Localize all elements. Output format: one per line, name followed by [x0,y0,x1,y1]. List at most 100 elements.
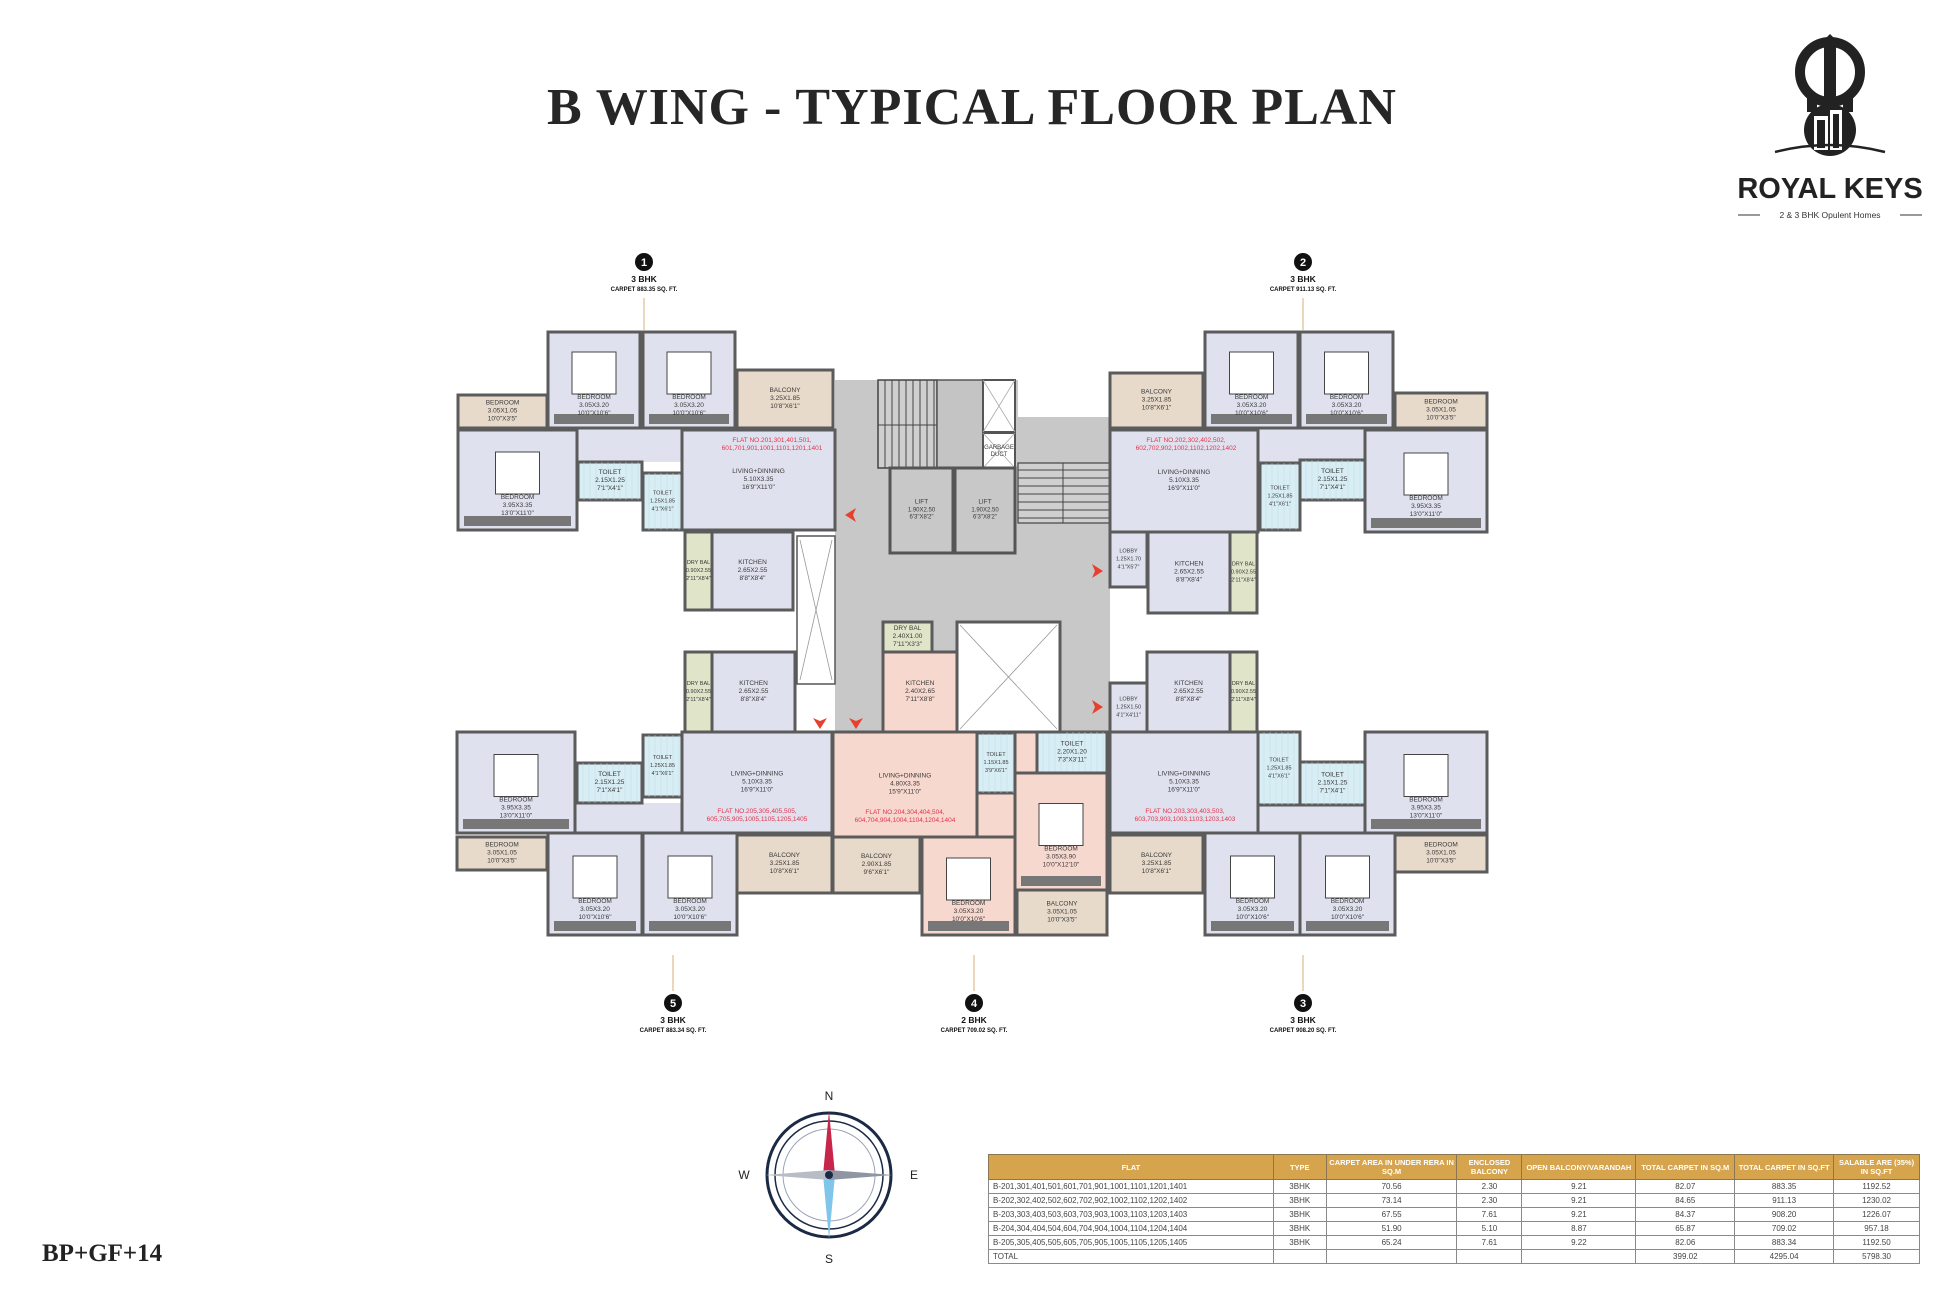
room-dry-bal [1228,530,1259,615]
staircase [1017,462,1111,524]
south-needle [823,1175,835,1239]
room-living-dinning [680,730,834,835]
room-dims-ft: 10'0"X10'6" [672,410,706,417]
room-dims-m: 3.05X3.20 [579,402,609,409]
open-void [955,620,1062,734]
room-bedroom [1393,833,1489,874]
table-cell: 908.20 [1734,1207,1835,1222]
table-cell: 1192.50 [1833,1235,1920,1250]
room-dims-ft: 13'0"X11'0" [500,813,533,820]
room-name: DRY BAL [1232,681,1255,687]
room-dims-ft: 7'1"X4'1" [597,787,624,794]
marker-number: 5 [670,998,676,1010]
room-name: KITCHEN [906,680,935,687]
room-name: BEDROOM [673,898,707,905]
room-dims-m: 1.25X1.70 [1116,557,1141,563]
room-bedroom [641,831,739,937]
room-dims-ft: 4'1"X6'1" [652,507,674,513]
royal-keys-logo: ROYAL KEYS 2 & 3 BHK Opulent Homes [1737,34,1923,220]
room-name: KITCHEN [1174,680,1203,687]
room-living-dinning [680,428,837,532]
room-toilet [1256,730,1302,807]
room-dims-m: 3.25X1.85 [1142,860,1172,867]
page-title: B WING - TYPICAL FLOOR PLAN [547,79,1397,136]
room-bedroom [455,835,549,872]
table-cell: B-203,303,403,503,603,703,903,1003,1103,… [988,1207,1274,1222]
room-dims-m: 2.65X2.55 [1174,569,1204,576]
room-dims-ft: 2'11"X8'4" [1231,697,1256,703]
entry-arrow-icon [1092,564,1103,578]
room-dims-m: 3.05X1.05 [487,850,517,857]
flat-number: FLAT NO.205,305,405,505, [717,808,796,815]
table-cell: 65.87 [1635,1221,1736,1236]
room-name: BEDROOM [486,400,520,407]
room-dims-m: 2.65X2.55 [738,567,768,574]
room-name: BEDROOM [577,394,611,401]
room-dims-m: 2.15X1.25 [1318,476,1348,483]
room-dims-ft: 13'0"X11'0" [1410,511,1443,518]
column-header: TYPE [1272,1154,1327,1180]
room-dims-ft: 10'0"X3'5" [487,858,517,865]
room-dims-m: 3.05X3.20 [1332,402,1362,409]
lift-label: LIFT [915,499,928,506]
room-name: BEDROOM [1235,394,1269,401]
room-name: BEDROOM [1331,898,1365,905]
marker-type: 3 BHK [1290,1015,1316,1025]
lift-dims: 1.90X2.50 [971,508,999,514]
room-dims-ft: 10'8"X6'1" [770,403,800,410]
room-dims-ft: 7'1"X4'1" [597,485,624,492]
room-name: BALCONY [769,387,801,394]
room-dims-ft: 10'0"X10'6" [1236,914,1270,921]
flat-4 [831,620,1109,937]
room-dims-ft: 3'9"X6'1" [985,768,1007,774]
column-header: TOTAL CARPET IN SQ.FT [1734,1154,1835,1180]
table-cell: 399.02 [1635,1249,1736,1264]
room-dims-ft: 2'11"X8'4" [686,576,711,582]
flat-number: FLAT NO.201,301,401,501, [732,437,811,444]
room-dims-m: 2.20X1.20 [1057,749,1087,756]
room-dims-m: 3.25X1.85 [770,395,800,402]
flat-number: 605,705,905,1005,1105,1205,1405 [707,816,808,823]
room-name: BEDROOM [1330,394,1364,401]
table-cell: B-204,304,404,504,604,704,904,1004,1104,… [988,1221,1274,1236]
table-cell: 7.61 [1456,1235,1523,1250]
corridor [577,428,685,462]
room-dims-m: 2.15X1.25 [595,477,625,484]
room-balcony [1108,833,1205,895]
room-dims-m: 1.25X1.85 [650,763,675,769]
entry-arrow-icon [813,718,827,729]
table-cell: 5.10 [1456,1221,1523,1236]
room-bedroom [1203,831,1302,937]
room-name: BEDROOM [501,494,535,501]
room-bedroom [1363,730,1489,835]
table-cell: 3BHK [1272,1193,1327,1208]
room-name: BEDROOM [952,900,986,907]
room-dims-m: 5.10X3.35 [744,476,774,483]
key-icon [1774,34,1886,156]
room-dims-m: 3.05X1.05 [1426,407,1456,414]
room-lobby [1108,681,1149,734]
table-cell: 9.22 [1521,1235,1637,1250]
room-name: TOILET [986,752,1006,758]
room-name: TOILET [653,491,673,497]
flat-1 [456,330,837,612]
column-header: CARPET AREA IN UNDER RERA IN SQ.M [1325,1154,1458,1180]
room-dims-ft: 4'1"X4'11" [1116,713,1141,719]
marker-badge [1294,994,1312,1012]
marker-carpet: CARPET 883.35 SQ. FT. [611,287,678,293]
room-bedroom [1393,391,1489,430]
table-cell: 3BHK [1272,1179,1327,1194]
table-cell: 5798.30 [1833,1249,1920,1264]
room-name: TOILET [598,771,621,778]
room-bedroom [546,330,642,430]
room-dims-ft: 10'0"X10'6" [1235,410,1269,417]
marker-badge [965,994,983,1012]
room-dims-ft: 13'0"X11'0" [501,510,534,517]
room-dims-m: 3.05X1.05 [1426,850,1456,857]
marker-type: 2 BHK [961,1015,987,1025]
marker-type: 3 BHK [631,274,657,284]
table-cell: 2.30 [1456,1193,1523,1208]
column-header: FLAT [988,1154,1274,1180]
flat-3 [1108,650,1489,937]
